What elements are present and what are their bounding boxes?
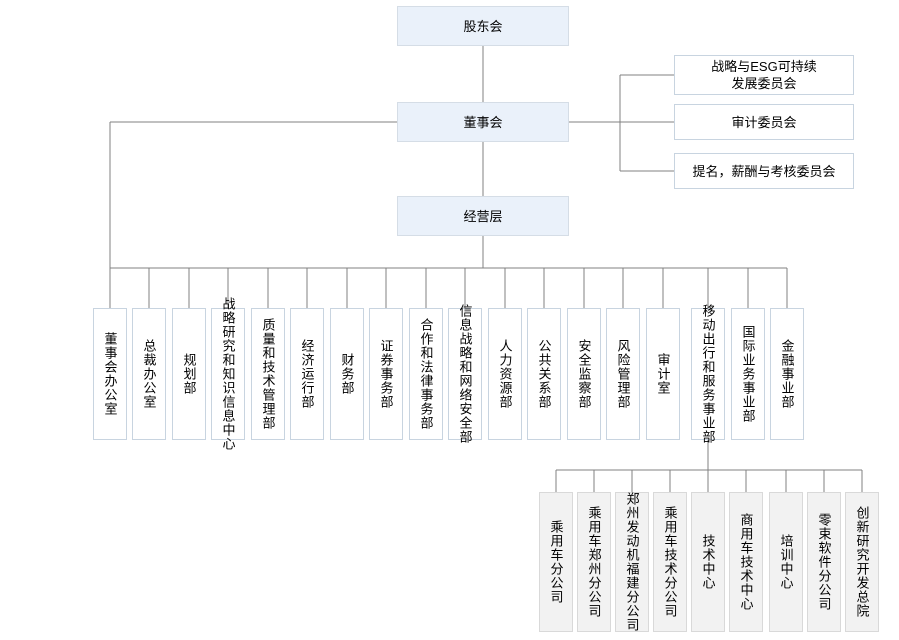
node-label: 培训中心	[778, 534, 794, 590]
node-dept-risk-management[interactable]: 风险管理部	[606, 308, 640, 440]
node-dept-mobility-service[interactable]: 移动出行和服务事业部	[691, 304, 725, 444]
node-dept-audit-office[interactable]: 审计室	[646, 308, 680, 440]
node-label: 乘用车技术分公司	[662, 506, 678, 618]
node-label: 人力资源部	[497, 339, 513, 409]
node-label: 总裁办公室	[141, 339, 157, 409]
node-shareholders[interactable]: 股东会	[397, 6, 569, 46]
node-label: 金融事业部	[779, 339, 795, 409]
node-dept-board-office[interactable]: 董事会办公室	[93, 308, 127, 440]
node-label: 证券事务部	[378, 339, 394, 409]
node-label: 财务部	[339, 353, 355, 395]
node-dept-economic-operation[interactable]: 经济运行部	[290, 308, 324, 440]
node-label: 乘用车郑州分公司	[586, 506, 602, 618]
node-audit-committee[interactable]: 审计委员会	[674, 104, 854, 140]
node-dept-safety-supervision[interactable]: 安全监察部	[567, 308, 601, 440]
node-dept-cooperation-legal[interactable]: 合作和法律事务部	[409, 308, 443, 440]
node-dept-finance[interactable]: 财务部	[330, 308, 364, 440]
node-board-of-directors[interactable]: 董事会	[397, 102, 569, 142]
node-dept-international[interactable]: 国际业务事业部	[731, 308, 765, 440]
node-label: 董事会办公室	[102, 332, 118, 416]
node-label: 经济运行部	[299, 339, 315, 409]
node-esg-committee[interactable]: 战略与ESG可持续 发展委员会	[674, 55, 854, 95]
node-label: 安全监察部	[576, 339, 592, 409]
node-sub-zhengzhou-engine-fujian[interactable]: 郑州发动机福建分公司	[615, 492, 649, 632]
node-dept-securities[interactable]: 证券事务部	[369, 308, 403, 440]
node-nomination-committee[interactable]: 提名，薪酬与考核委员会	[674, 153, 854, 189]
node-sub-innovation-institute[interactable]: 创新研究开发总院	[845, 492, 879, 632]
node-label: 信息战略和网络安全部	[457, 304, 473, 444]
node-dept-financial[interactable]: 金融事业部	[770, 308, 804, 440]
node-label: 合作和法律事务部	[418, 318, 434, 430]
node-sub-commercial-tech-center[interactable]: 商用车技术中心	[729, 492, 763, 632]
node-dept-it-network-security[interactable]: 信息战略和网络安全部	[448, 304, 482, 444]
node-label: 移动出行和服务事业部	[700, 304, 716, 444]
node-sub-tech-center[interactable]: 技术中心	[691, 492, 725, 632]
node-dept-strategy-knowledge[interactable]: 战略研究和知识信息中心	[211, 297, 245, 451]
node-dept-public-relations[interactable]: 公共关系部	[527, 308, 561, 440]
node-label: 零束软件分公司	[816, 513, 832, 611]
node-dept-president-office[interactable]: 总裁办公室	[132, 308, 166, 440]
node-management-layer[interactable]: 经营层	[397, 196, 569, 236]
node-label: 战略研究和知识信息中心	[220, 297, 236, 451]
node-sub-commercial-vehicle-tech[interactable]: 乘用车技术分公司	[653, 492, 687, 632]
node-label: 规划部	[181, 353, 197, 395]
node-label: 审计室	[655, 353, 671, 395]
node-label: 国际业务事业部	[740, 325, 756, 423]
node-label: 乘用车分公司	[548, 520, 564, 604]
node-dept-hr[interactable]: 人力资源部	[488, 308, 522, 440]
node-label: 技术中心	[700, 534, 716, 590]
node-label: 公共关系部	[536, 339, 552, 409]
node-sub-training-center[interactable]: 培训中心	[769, 492, 803, 632]
node-dept-quality-tech[interactable]: 质量和技术管理部	[251, 308, 285, 440]
node-label: 质量和技术管理部	[260, 318, 276, 430]
node-sub-lingdong-software[interactable]: 零束软件分公司	[807, 492, 841, 632]
node-sub-passenger-zhengzhou[interactable]: 乘用车郑州分公司	[577, 492, 611, 632]
node-label: 商用车技术中心	[738, 513, 754, 611]
node-dept-planning[interactable]: 规划部	[172, 308, 206, 440]
node-label: 风险管理部	[615, 339, 631, 409]
node-label: 创新研究开发总院	[854, 506, 870, 618]
node-sub-passenger-car[interactable]: 乘用车分公司	[539, 492, 573, 632]
node-label: 郑州发动机福建分公司	[624, 492, 640, 632]
